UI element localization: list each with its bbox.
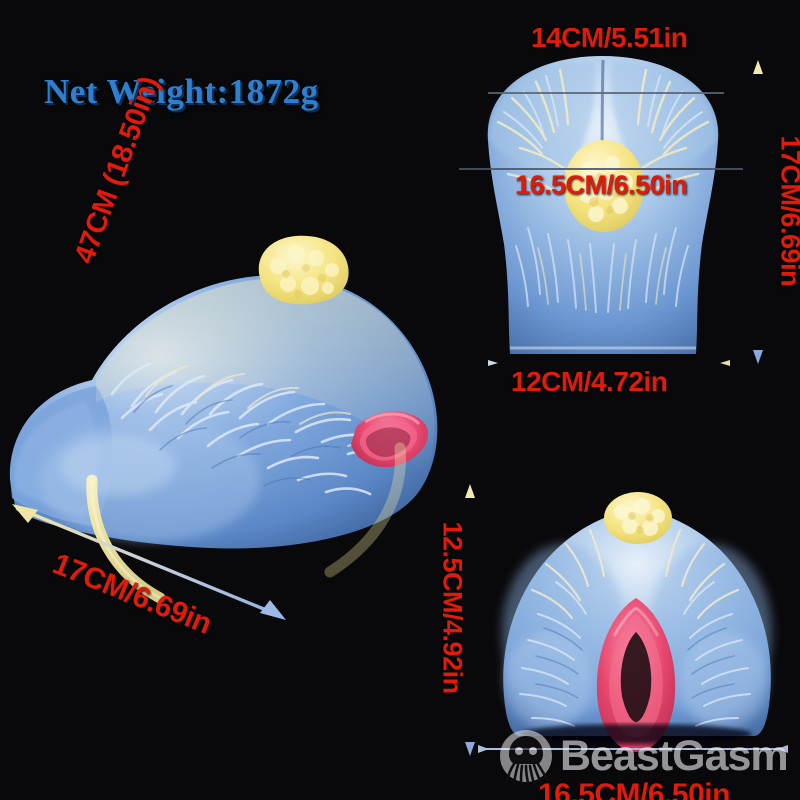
- dimension-arrow-base-width: [488, 360, 730, 366]
- dimension-label-bottom-right-height-12-5cm: 12.5CM/4.92in: [437, 521, 468, 694]
- dimension-arrow-left-length: [12, 504, 286, 620]
- dimension-label-top-width-14cm: 14CM/5.51in: [531, 22, 688, 53]
- dimension-label-top-right-height-17cm: 17CM/6.69in: [775, 135, 800, 287]
- dimension-arrow-bottom-right-width: [478, 745, 788, 753]
- dimension-arrow-bottom-right-height: [465, 484, 475, 756]
- product-view-left: [9, 235, 438, 604]
- dimension-arrow-mid-width: [459, 168, 743, 170]
- dimension-arrow-top-width: [488, 92, 724, 94]
- dimension-label-base-width-12cm: 12CM/4.72in: [511, 366, 668, 397]
- net-weight-label: Net Weight:1872g: [44, 72, 319, 111]
- product-view-bottom-right: [502, 492, 772, 752]
- dimension-label-mid-width-16-5cm: 16.5CM/6.50in: [515, 170, 688, 200]
- dimension-label-bottom-right-width-16-5cm: 16.5CM/6.50in: [538, 778, 730, 800]
- product-view-top-right: [487, 56, 719, 354]
- dimension-arrow-top-right-height: [753, 60, 763, 364]
